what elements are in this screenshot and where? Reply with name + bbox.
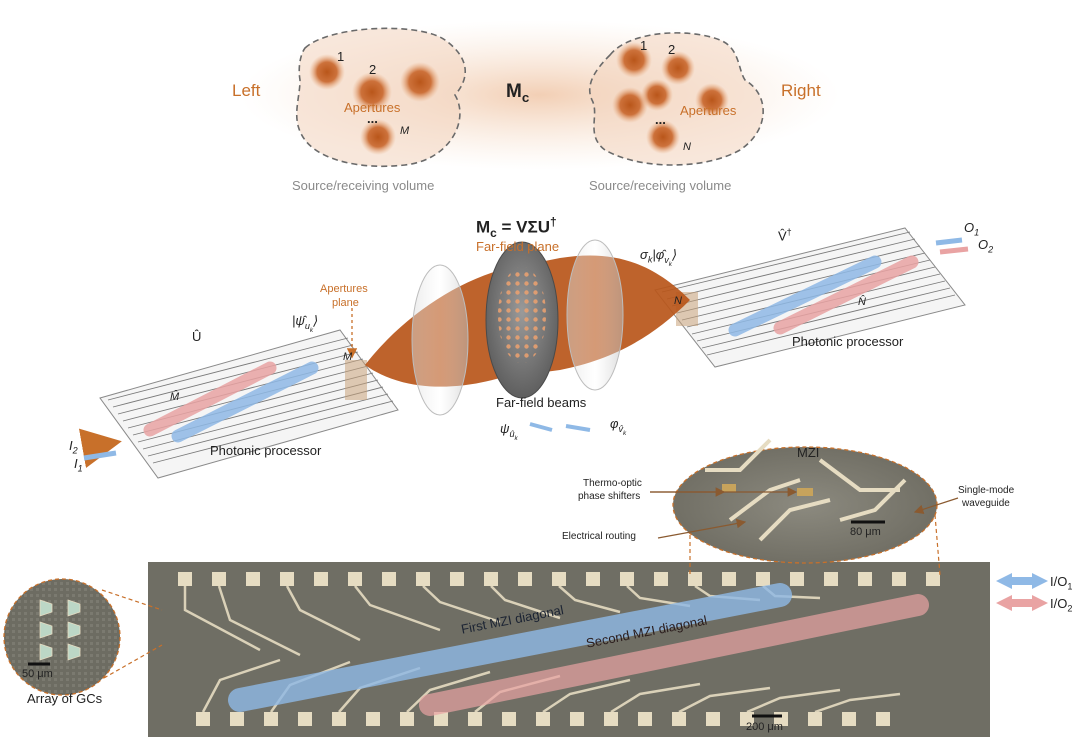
input-arrow-i2: [78, 428, 122, 468]
electrical-routing-label: Electrical routing: [562, 531, 636, 542]
beam-phi-arrow: [565, 424, 591, 432]
output-arrow-o2: [939, 246, 969, 255]
output-o2-label: O2: [978, 237, 994, 255]
left-operator: Û: [192, 329, 202, 344]
gc-callout-line-1: [101, 589, 163, 611]
right-red-diagonal: [773, 255, 919, 335]
right-label: Right: [781, 81, 821, 100]
far-field-pattern: [498, 267, 546, 363]
gc-caption: Array of GCs: [27, 691, 103, 706]
chip-scale-label: 200 μm: [746, 721, 783, 733]
right-processor-label: Photonic processor: [792, 334, 904, 349]
right-aperture-5: [695, 83, 729, 117]
thermo-label-1: Thermo-optic: [583, 478, 642, 489]
bottom-panel: [3, 438, 1048, 737]
center-mc-label: Mc: [506, 81, 530, 105]
top-panel: [240, 20, 840, 170]
left-port-label: M: [343, 351, 353, 363]
far-field-beams-label: Far-field beams: [496, 395, 587, 410]
apertures-plane-label-2: plane: [332, 297, 359, 309]
right-ket: σk|φ̂vk⟩: [640, 247, 678, 268]
right-blue-diagonal: [728, 255, 882, 337]
left-port-array: [345, 360, 367, 400]
mzi-traces: [705, 438, 907, 542]
output-arrow-o1: [935, 237, 963, 246]
right-aperture-n: [646, 120, 680, 154]
apertures-plane-label-1: Apertures: [320, 283, 368, 295]
right-aperture-3: [612, 87, 648, 123]
right-aperture-1: [616, 42, 652, 78]
gc-scale-label: 50 μm: [22, 668, 53, 680]
left-lens: [411, 264, 469, 416]
far-field-plane-label: Far-field plane: [476, 239, 560, 254]
middle-panel: [78, 227, 969, 479]
right-index-1: 1: [640, 38, 648, 53]
left-aperture-1: [309, 54, 345, 90]
routing-leader: [657, 518, 747, 539]
single-mode-label-2: waveguide: [962, 498, 1010, 509]
input-i1-label: I1: [74, 456, 83, 474]
left-index-1: 1: [337, 49, 345, 64]
left-blue-diagonal: [171, 361, 319, 443]
right-index-n: N: [683, 141, 691, 153]
right-aperture-4: [641, 79, 673, 111]
left-label: Left: [232, 81, 261, 100]
right-port-label: N: [674, 295, 682, 307]
io2-label: I/O2: [1050, 596, 1073, 614]
chip-pads-bottom: [196, 712, 890, 726]
right-volume-caption: Source/receiving volume: [589, 178, 732, 193]
left-index-2: 2: [369, 62, 377, 77]
right-hat-label: N̂: [858, 296, 866, 308]
output-o1-label: O1: [964, 220, 980, 238]
input-i2-label: I2: [69, 438, 78, 456]
mzi-heaters: [722, 484, 813, 496]
left-apertures-label: Apertures: [344, 100, 401, 115]
left-aperture-m: [360, 119, 396, 155]
io1-label: I/O1: [1050, 574, 1073, 592]
mzi-title: MZI: [797, 445, 820, 460]
first-mzi-diagonal: [228, 583, 792, 712]
svd-equation: Mc = VΣU†: [476, 215, 557, 241]
mzi-scale-label: 80 μm: [850, 526, 881, 538]
left-ellipsis: ...: [367, 111, 378, 126]
left-volume-caption: Source/receiving volume: [292, 178, 435, 193]
single-mode-label-1: Single-mode: [958, 485, 1015, 496]
left-aperture-2: [352, 72, 392, 112]
right-ellipsis: ...: [655, 112, 666, 127]
chip-micrograph: [148, 562, 990, 737]
mzi-callout-line-2: [934, 514, 941, 576]
beam-psi-label: ψûk: [500, 421, 518, 442]
right-apertures-label: Apertures: [680, 103, 737, 118]
left-ket: |ψ̂uk⟩: [292, 313, 319, 334]
left-hat-label: M̂: [170, 391, 180, 403]
input-arrow-i1: [83, 450, 117, 461]
io1-arrow: [996, 573, 1048, 589]
gc-array-inset: [3, 578, 121, 696]
io2-arrow: [996, 595, 1048, 611]
right-operator: V̂†: [778, 227, 792, 244]
left-aperture-3: [400, 62, 440, 102]
second-mzi-diagonal: [419, 594, 929, 716]
left-processor-label: Photonic processor: [210, 443, 322, 458]
beam-phi-label: φv̂k: [610, 416, 627, 437]
chip-pads-top: [178, 572, 940, 586]
thermo-label-2: phase shifters: [578, 491, 641, 502]
left-red-diagonal: [143, 361, 277, 437]
right-lens: [566, 239, 624, 391]
left-index-m: M: [400, 125, 410, 137]
right-index-2: 2: [668, 42, 676, 57]
waveguide-leader: [913, 497, 959, 514]
gc-array-elements: [39, 599, 81, 661]
beam-psi-arrow: [529, 422, 553, 432]
right-aperture-2: [661, 51, 695, 85]
